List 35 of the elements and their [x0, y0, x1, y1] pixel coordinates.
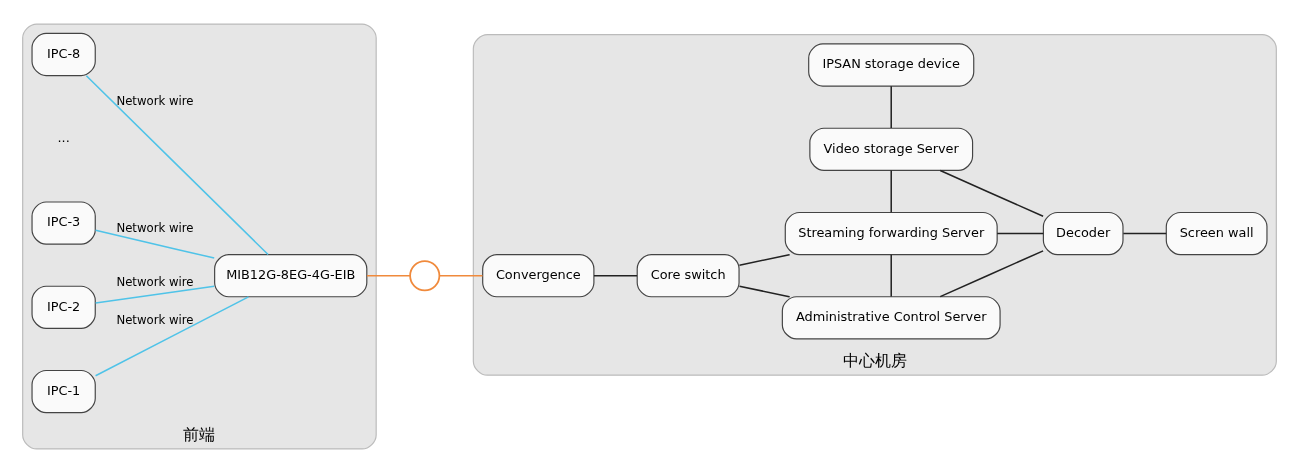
- connector: [738, 285, 791, 298]
- node-box: MIB12G-8EG-4G-EIB: [214, 253, 368, 297]
- node-box: IPC-3: [31, 200, 96, 245]
- connector: [94, 229, 215, 259]
- node-box: Streaming forwarding Server: [784, 211, 998, 255]
- edge-label: Network wire: [116, 312, 194, 327]
- connector: [94, 295, 250, 376]
- edge-label: Network wire: [116, 274, 194, 289]
- label: ...: [57, 129, 70, 145]
- node-box: Screen wall: [1165, 211, 1268, 255]
- node-box: Administrative Control Server: [781, 295, 1001, 339]
- node-circle: [409, 259, 441, 291]
- connector: [94, 285, 215, 304]
- edge-label: Network wire: [116, 93, 194, 108]
- connector: [890, 253, 892, 297]
- node-box: Video storage Server: [809, 127, 974, 171]
- node-box: Core switch: [636, 253, 740, 297]
- connector: [366, 274, 411, 276]
- connector: [438, 274, 484, 276]
- connector: [939, 169, 1044, 217]
- connector: [890, 84, 892, 129]
- node-box: Decoder: [1042, 211, 1124, 255]
- node-box: IPC-8: [31, 32, 96, 76]
- connector: [593, 274, 638, 276]
- connector: [996, 232, 1045, 234]
- edge-label: Network wire: [116, 220, 194, 235]
- node-box: IPC-2: [31, 285, 96, 329]
- node-box: IPC-1: [31, 369, 96, 413]
- node-box: IPSAN storage device: [808, 42, 975, 87]
- connector: [85, 74, 269, 255]
- connector: [939, 249, 1044, 297]
- connector: [738, 253, 791, 266]
- node-box: Convergence: [482, 253, 595, 297]
- connector: [890, 169, 892, 213]
- connector: [1122, 232, 1167, 234]
